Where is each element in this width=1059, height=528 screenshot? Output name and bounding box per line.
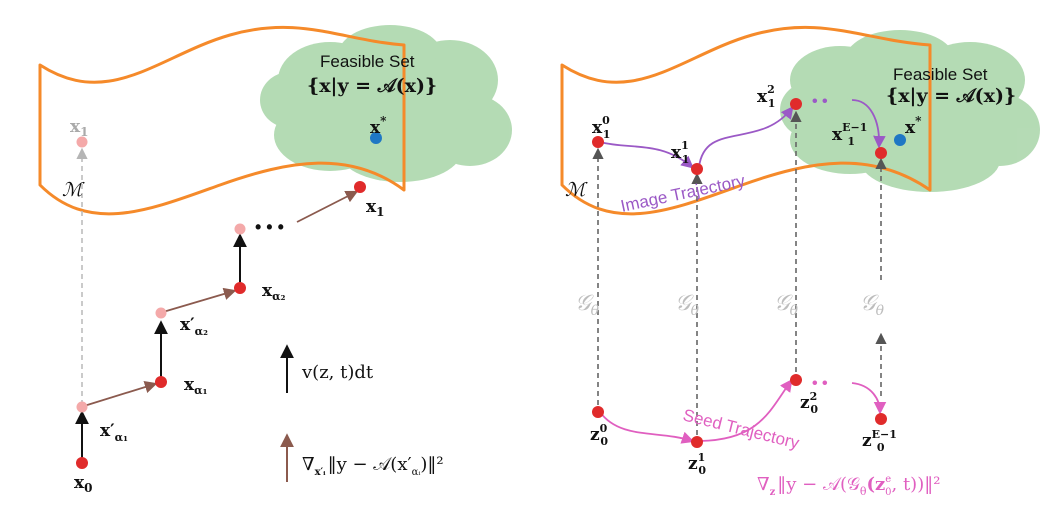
left-label-xpa2: x′α₂	[180, 315, 208, 338]
left-label-x1-faded: x1	[70, 117, 89, 139]
right-manifold-label: ℳ	[565, 179, 588, 201]
left-legend-velocity: v(z, t)dt	[301, 362, 374, 383]
right-g-label-1: 𝒢θ	[675, 291, 700, 319]
right-image-trajectory-3	[851, 99, 886, 149]
right-image-trajectory-label: Image Trajectory	[619, 171, 747, 216]
left-point-faded-top	[234, 223, 246, 235]
right-point-z0E	[875, 413, 887, 425]
right-image-trajectory-2	[698, 105, 794, 168]
right-point-x1E	[875, 147, 887, 159]
left-label-xa1: xα₁	[184, 375, 208, 397]
left-point-xstar	[370, 132, 382, 144]
left-feasible-formula: {x|y = 𝒜(x)}	[307, 75, 437, 97]
right-feasible-cloud	[780, 30, 1040, 192]
left-point-x1-faded	[76, 136, 88, 148]
left-label-xa2: xα₂	[262, 281, 286, 303]
right-image-trajectory-1	[599, 141, 694, 169]
left-point-xpa2	[155, 307, 167, 319]
right-feasible-formula: {x|y = 𝒜(x)}	[886, 85, 1016, 107]
right-point-xstar	[894, 134, 906, 146]
right-label-xstar: x*	[905, 114, 922, 138]
left-manifold	[38, 25, 406, 216]
right-g-label-2: 𝒢θ	[774, 291, 799, 319]
left-label-xstar: x*	[370, 114, 387, 138]
right-seed-trajectory-2	[699, 378, 793, 442]
right-g-label-3: 𝒢θ	[860, 291, 885, 319]
left-feasible-cloud	[260, 25, 512, 182]
left-legend-grad: ∇x′ᵢ‖y − 𝒜(x′αᵢ)‖²	[302, 454, 444, 478]
right-point-x12	[790, 98, 802, 110]
left-point-x0	[76, 457, 88, 469]
right-point-z02	[790, 374, 802, 386]
right-point-z00	[592, 406, 604, 418]
left-point-x1	[354, 181, 366, 193]
right-seed-trajectory-3	[851, 382, 887, 415]
right-seed-trajectory-1	[599, 411, 695, 444]
left-grad-arrow-3	[296, 190, 359, 223]
left-grad-arrow-2	[162, 287, 237, 313]
left-panel: • • • Feasible Set {x|y = 𝒜(x)} ℳ x* x1 …	[38, 25, 512, 495]
left-label-x1: x1	[366, 197, 385, 219]
left-feasible-title: Feasible Set	[320, 52, 415, 71]
left-manifold-label: ℳ	[62, 179, 85, 201]
right-image-ellipsis: • •	[812, 93, 828, 110]
right-seed-ellipsis: • •	[812, 375, 828, 392]
right-point-z01	[691, 436, 703, 448]
right-g-label-0: 𝒢θ	[575, 291, 600, 319]
right-feasible-title: Feasible Set	[893, 65, 988, 84]
left-label-x0: x0	[74, 473, 93, 495]
left-point-xpa1	[76, 401, 88, 413]
left-grad-arrow-1	[83, 380, 158, 407]
right-manifold	[560, 25, 932, 216]
left-point-xa1	[155, 376, 167, 388]
left-ellipsis: • • •	[255, 217, 284, 237]
right-point-x11	[691, 163, 703, 175]
right-point-x10	[592, 136, 604, 148]
left-point-xa2	[234, 282, 246, 294]
right-panel: 𝒢θ 𝒢θ 𝒢θ 𝒢θ • • • • Feasible Set {x|y = …	[560, 25, 1040, 498]
left-label-xpa1: x′α₁	[100, 421, 128, 444]
